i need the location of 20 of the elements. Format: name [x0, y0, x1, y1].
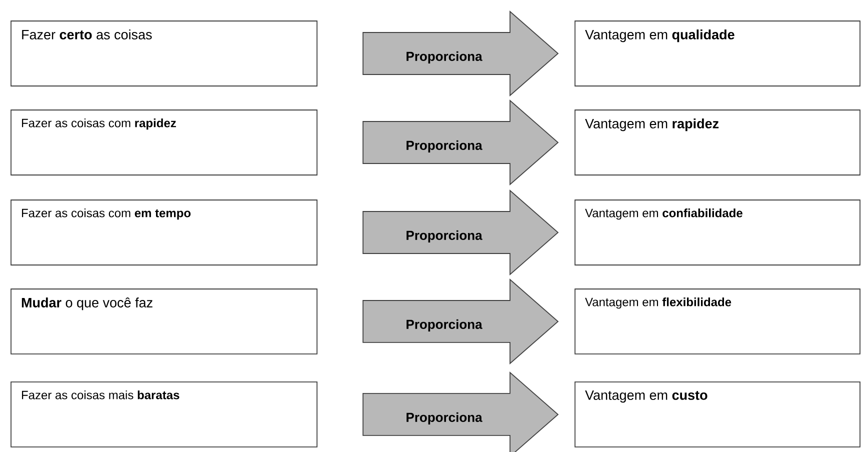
text-box: Fazer as coisas com em tempo — [10, 200, 318, 266]
text-box: Vantagem em custo — [574, 382, 860, 448]
text-box: Vantagem em flexibilidade — [574, 288, 860, 354]
text-box: Vantagem em qualidade — [574, 20, 860, 86]
block-arrow — [362, 372, 559, 452]
text-box: Fazer certo as coisas — [10, 20, 318, 86]
block-arrow — [362, 10, 559, 96]
text-box: Fazer as coisas mais baratas — [10, 382, 318, 448]
edge-label: Proporciona — [406, 319, 482, 332]
text-box: Vantagem em confiabilidade — [574, 200, 860, 266]
text-box: Fazer as coisas com rapidez — [10, 110, 318, 176]
block-arrow — [362, 190, 559, 276]
edge-label: Proporciona — [406, 51, 482, 64]
edge-label: Proporciona — [406, 230, 482, 243]
edge-label: Proporciona — [406, 140, 482, 153]
edge-label: Proporciona — [406, 412, 482, 425]
block-arrow — [362, 100, 559, 186]
text-box: Vantagem em rapidez — [574, 110, 860, 176]
text-box: Mudar o que você faz — [10, 288, 318, 354]
block-arrow — [362, 278, 559, 364]
